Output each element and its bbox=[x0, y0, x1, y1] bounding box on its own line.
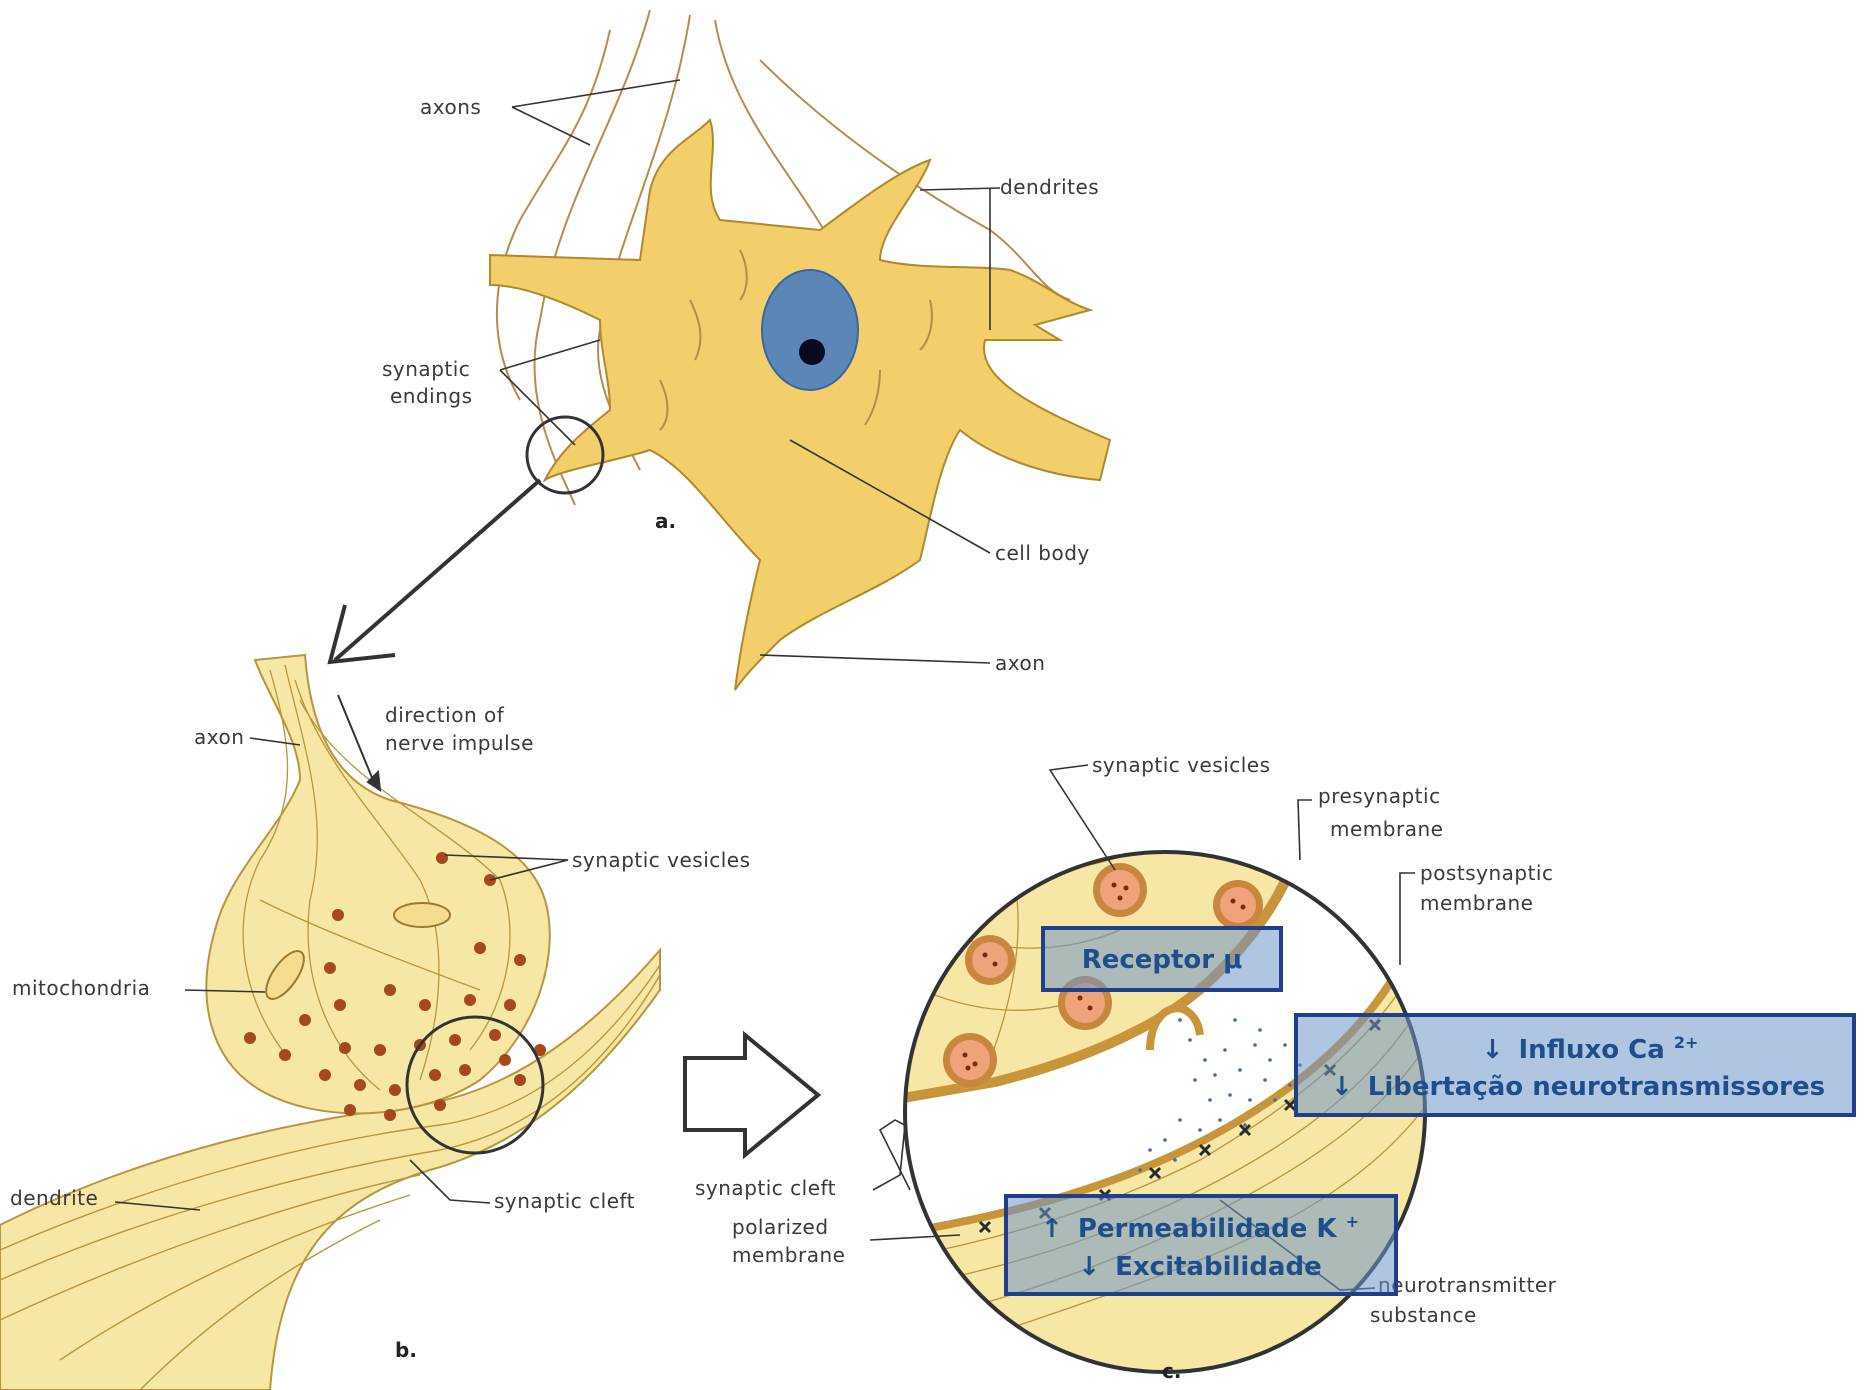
label-c-synaptic-cleft: synaptic cleft bbox=[695, 1176, 836, 1200]
label-direction-2: nerve impulse bbox=[385, 731, 534, 755]
label-axon: axon bbox=[995, 651, 1045, 675]
annotation-postsynaptic-effects: ↑ Permeabilidade K + ↓ Excitabilidade bbox=[1006, 1196, 1396, 1294]
nucleolus bbox=[799, 339, 825, 365]
annotation-receptor: Receptor μ bbox=[1043, 928, 1281, 990]
label-c-synaptic-vesicles: synaptic vesicles bbox=[1092, 753, 1271, 777]
label-b-synaptic-cleft: synaptic cleft bbox=[494, 1189, 635, 1213]
panel-a-neuron: axons dendrites synaptic endings cell bo… bbox=[330, 10, 1110, 690]
label-presynaptic-2: membrane bbox=[1330, 817, 1443, 841]
label-cell-body: cell body bbox=[995, 541, 1090, 565]
release-arrow-icon: ↓ bbox=[1331, 1072, 1353, 1102]
label-polarized-2: membrane bbox=[732, 1243, 845, 1267]
perm-text: Permeabilidade K bbox=[1078, 1214, 1338, 1244]
label-polarized-1: polarized bbox=[732, 1215, 829, 1239]
label-b-axon: axon bbox=[194, 725, 244, 749]
influx-arrow-icon: ↓ bbox=[1482, 1035, 1504, 1065]
receptor-label: Receptor μ bbox=[1082, 945, 1243, 975]
cell-body bbox=[490, 120, 1110, 690]
label-postsynaptic-1: postsynaptic bbox=[1420, 861, 1553, 885]
label-postsynaptic-2: membrane bbox=[1420, 891, 1533, 915]
influx-text: Influxo Ca bbox=[1518, 1035, 1664, 1065]
excit-text: Excitabilidade bbox=[1115, 1252, 1322, 1282]
label-dendrite: dendrite bbox=[10, 1186, 98, 1210]
perm-arrow-icon: ↑ bbox=[1041, 1214, 1063, 1244]
permeability-line: ↑ Permeabilidade K + bbox=[1041, 1212, 1359, 1244]
panel-letter-a: a. bbox=[655, 509, 676, 533]
nucleus bbox=[762, 270, 858, 390]
label-synaptic-endings-1: synaptic bbox=[382, 357, 470, 381]
label-axons: axons bbox=[420, 95, 481, 119]
label-presynaptic-1: presynaptic bbox=[1318, 784, 1441, 808]
influx-sup: 2+ bbox=[1674, 1033, 1699, 1052]
panel-b-terminal: axon direction of nerve impulse synaptic… bbox=[0, 655, 751, 1390]
label-mitochondria: mitochondria bbox=[12, 976, 150, 1000]
excitability-line: ↓ Excitabilidade bbox=[1078, 1252, 1321, 1282]
perm-sup: + bbox=[1346, 1212, 1359, 1231]
excit-arrow-icon: ↓ bbox=[1078, 1252, 1100, 1282]
label-direction-1: direction of bbox=[385, 703, 505, 727]
label-b-synaptic-vesicles: synaptic vesicles bbox=[572, 848, 751, 872]
release-text: Libertação neurotransmissores bbox=[1368, 1072, 1825, 1102]
annotation-presynaptic-effects: ↓ Influxo Ca 2+ ↓ Libertação neurotransm… bbox=[1296, 1015, 1854, 1115]
label-neurotransmitter-2: substance bbox=[1370, 1303, 1477, 1327]
label-dendrites: dendrites bbox=[1000, 175, 1099, 199]
label-neurotransmitter-1: neurotransmitter bbox=[1378, 1273, 1557, 1297]
label-synaptic-endings-2: endings bbox=[390, 384, 473, 408]
release-line: ↓ Libertação neurotransmissores bbox=[1331, 1072, 1825, 1102]
zoom-arrow-a-to-b bbox=[330, 480, 540, 662]
panel-letter-c: c. bbox=[1162, 1359, 1181, 1383]
panel-letter-b: b. bbox=[395, 1338, 417, 1362]
hollow-arrow-b-to-c bbox=[685, 1035, 818, 1155]
